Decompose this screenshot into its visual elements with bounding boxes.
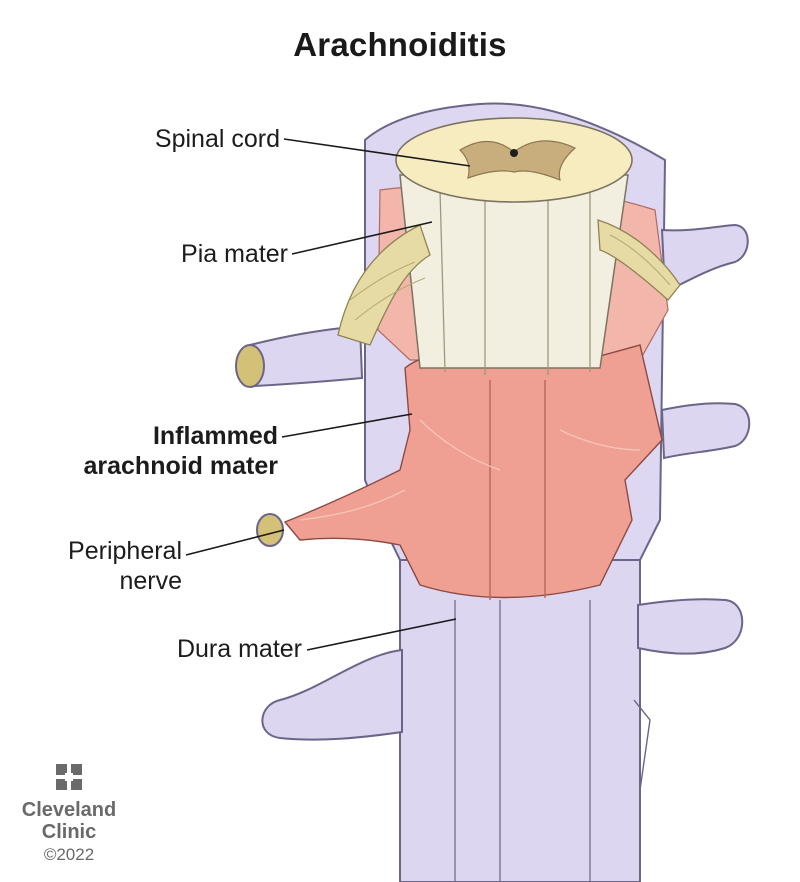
leader-inflamed-arachnoid — [281, 413, 413, 438]
nerve-rootlets — [337, 219, 681, 346]
leader-peripheral-nerve — [185, 529, 285, 556]
leader-dura-mater — [306, 618, 457, 651]
dura-mater-tube — [261, 559, 744, 882]
label-leader-lines — [185, 138, 471, 651]
diagram-title: Arachnoiditis — [293, 26, 507, 63]
inflamed-arachnoid-mater — [256, 344, 663, 600]
leader-pia-mater — [291, 221, 433, 255]
leader-spinal-cord — [283, 138, 471, 167]
label-pia-mater: Pia mater — [181, 240, 288, 268]
brand-copyright: ©2022 — [43, 845, 95, 864]
label-dura-mater: Dura mater — [176, 635, 302, 663]
brand-line-2: Clinic — [41, 821, 97, 843]
label-inflamed-arachnoid-mater: Inflammed arachnoid mater — [83, 422, 278, 480]
spinal-cord — [395, 117, 633, 375]
label-peripheral-nerve: Peripheral nerve — [68, 537, 182, 595]
cleveland-clinic-logo-icon — [56, 764, 82, 790]
label-spinal-cord: Spinal cord — [154, 125, 280, 153]
cleveland-clinic-brand: Cleveland Clinic ©2022 — [14, 764, 124, 867]
brand-line-1: Cleveland — [21, 799, 117, 821]
